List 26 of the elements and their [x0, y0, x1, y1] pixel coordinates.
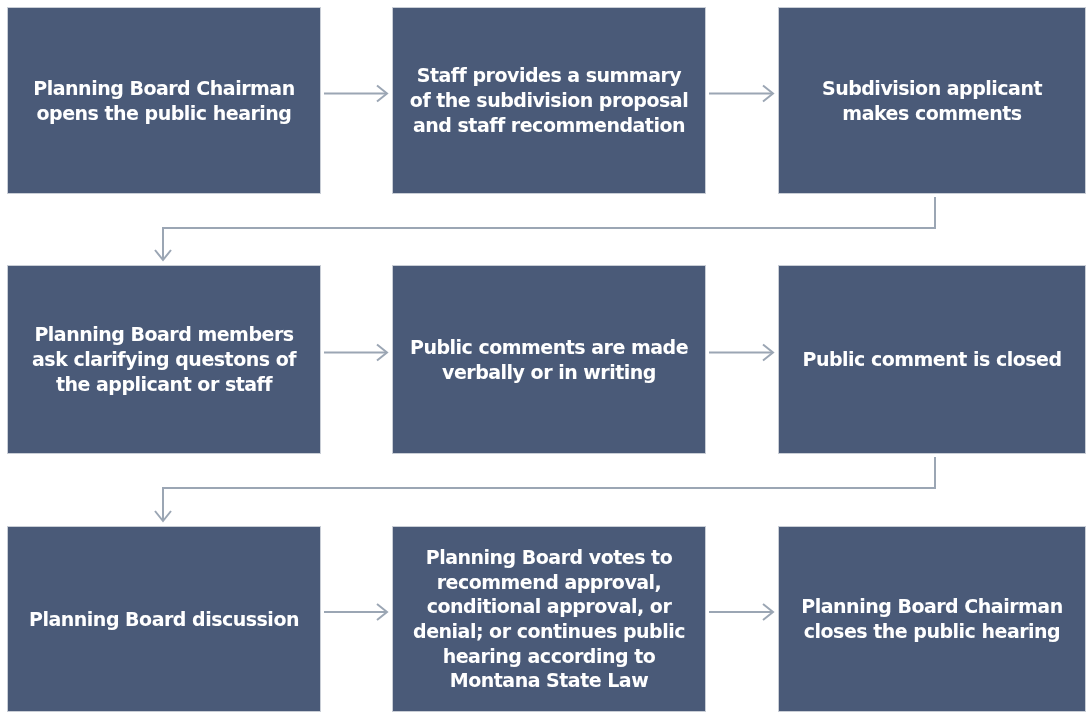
step-text: Planning Board votes to recommend approval, conditional approval, or denial; or continues public hearing according to Montana State Law	[412, 544, 686, 694]
process-box	[779, 527, 1085, 711]
arrow	[708, 84, 774, 103]
step-text: Planning Board Chairman closes the public hearing	[800, 594, 1064, 644]
arrow	[323, 343, 388, 362]
step-text: Staff provides a summary of the subdivision proposal and staff recommendation	[408, 63, 690, 138]
arrow	[154, 196, 936, 261]
arrow	[708, 343, 774, 362]
step-text: Planning Board Chairman opens the public hearing	[32, 75, 296, 126]
arrow	[708, 603, 774, 621]
process-box	[8, 266, 320, 453]
process-box	[393, 266, 705, 453]
arrow	[323, 84, 388, 103]
arrow	[323, 603, 388, 621]
process-box	[779, 266, 1085, 453]
step-text: Planning Board discussion	[29, 606, 299, 632]
process-box	[8, 527, 320, 711]
process-box	[8, 8, 320, 193]
process-box	[393, 8, 705, 193]
step-text: Public comments are made verbally or in writing	[408, 334, 690, 385]
step-text: Public comment is closed	[802, 347, 1062, 372]
step-text: Planning Board members ask clarifying questons of the applicant or staff	[31, 322, 298, 397]
process-box	[779, 8, 1085, 193]
process-box	[393, 527, 705, 711]
step-text: Subdivision applicant makes comments	[820, 75, 1044, 126]
arrow	[154, 456, 936, 522]
